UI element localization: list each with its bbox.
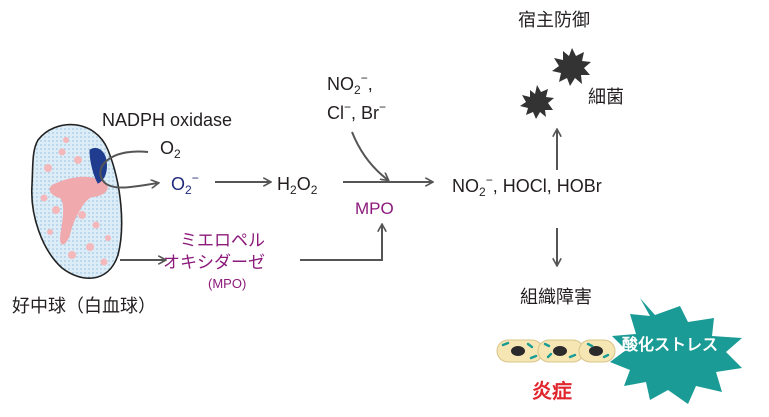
inflammation-label: 炎症 <box>532 379 572 403</box>
nucleus <box>49 176 108 245</box>
nadph-oxidase-granule <box>89 147 107 184</box>
neutrophil-cell <box>31 123 123 279</box>
halide-label: Cl−, Br− <box>327 100 386 123</box>
host-defense-label: 宿主防御 <box>518 10 590 30</box>
arrow-mpo-enzyme-to-reaction <box>300 225 382 261</box>
oxidative-stress-label: 酸化ストレス <box>622 335 718 354</box>
tissue-damage-label: 組織障害 <box>520 287 592 307</box>
granules <box>40 137 111 266</box>
superoxide-label: O2− <box>171 171 199 197</box>
bacteria-label: 細菌 <box>588 87 624 107</box>
mpo-catalyst-label: MPO <box>355 199 394 218</box>
neutrophil-label: 好中球（白血球） <box>12 296 156 316</box>
reaction-products-label: NO2−, HOCl, HOBr <box>452 173 602 199</box>
hydrogen-peroxide-label: H2O2 <box>277 174 318 197</box>
oxidative-stress-burst <box>610 298 742 404</box>
bacterium-icon <box>520 85 554 119</box>
mpo-abbreviation: (MPO) <box>208 276 246 291</box>
mpo-name-line1: ミエロペル <box>180 231 265 250</box>
inflamed-cells <box>496 339 616 363</box>
nitrite-label: NO2−, <box>327 71 373 97</box>
nadph-oxidase-label: NADPH oxidase <box>102 110 232 130</box>
oxygen-label: O2 <box>160 138 181 161</box>
bacterium-icon <box>552 48 591 86</box>
curve-arrow-o2-to-superoxide <box>99 150 158 187</box>
arrow-halides-to-mpo <box>351 131 388 180</box>
mpo-name-line2: オキシダーゼ <box>163 253 265 272</box>
